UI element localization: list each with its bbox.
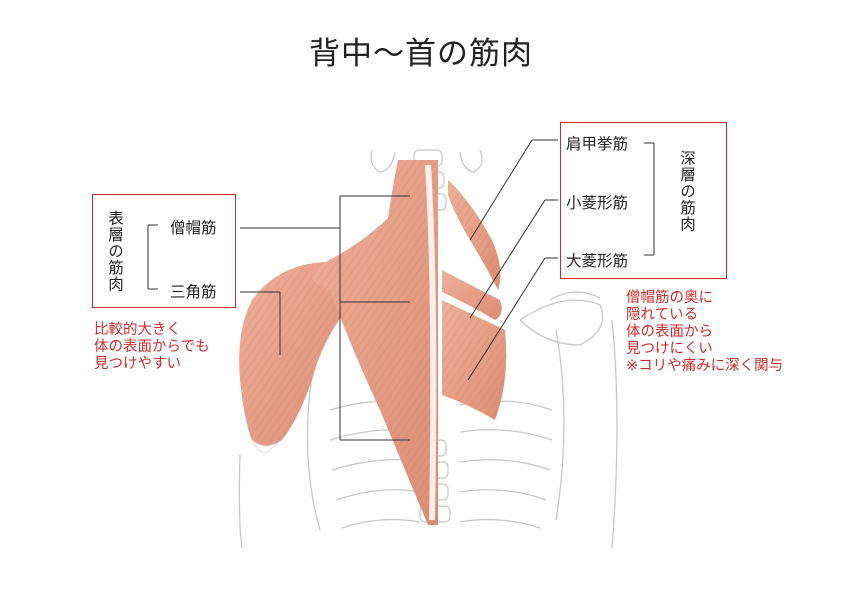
superficial-muscles-box (92, 194, 236, 308)
superficial-group-label: 表層の筋肉 (106, 210, 124, 293)
superficial-note: 比較的大きく 体の表面からでも 見つけやすい (94, 322, 210, 372)
trapezius-label: 僧帽筋 (170, 219, 217, 237)
deep-note: 僧帽筋の奥に 隠れている 体の表面から 見つけにくい ※コリや痛みに深く関与 (626, 290, 784, 374)
rhomboid-major-label: 大菱形筋 (566, 252, 629, 270)
deep-muscles-box (560, 122, 727, 279)
deltoid-label: 三角筋 (170, 283, 217, 301)
deep-group-label: 深層の筋肉 (678, 150, 696, 233)
page-title: 背中〜首の筋肉 (309, 36, 533, 72)
rhomboid-minor-muscle (442, 270, 502, 320)
levator-scapulae-label: 肩甲挙筋 (566, 135, 629, 153)
superficial-leader-lines (147, 195, 410, 441)
rhomboid-minor-label: 小菱形筋 (566, 194, 629, 212)
deep-leader-lines (467, 139, 655, 381)
